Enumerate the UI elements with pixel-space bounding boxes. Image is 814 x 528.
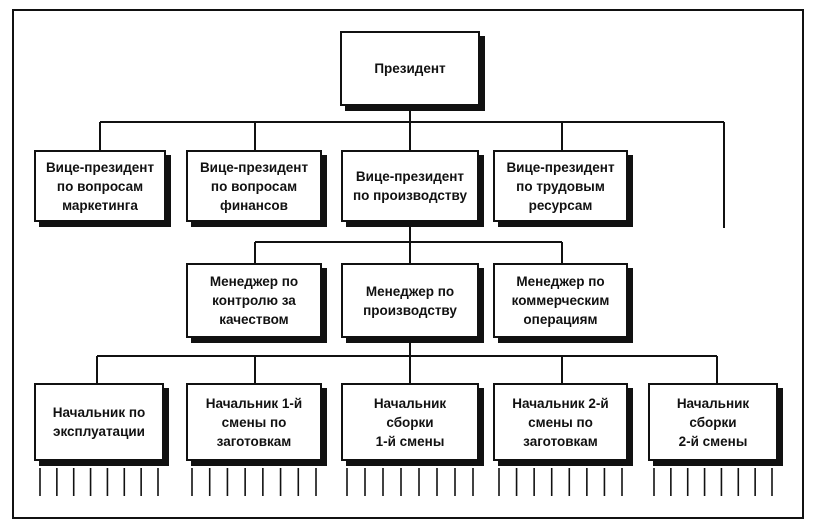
manager-label: Менеджер по коммерческим операциям bbox=[511, 274, 610, 327]
vp-label: Вице-президент по трудовым ресурсам bbox=[506, 159, 615, 213]
head-label: Начальник 1-й смены по заготовкам bbox=[205, 395, 303, 449]
vp-label: Вице-президент по производству bbox=[353, 169, 467, 203]
manager-quality-box: Менеджер по контролю за качеством bbox=[186, 263, 322, 338]
head-blanks-shift2-box: Начальник 2-й смены по заготовкам bbox=[493, 383, 628, 461]
head-label: Начальник по эксплуатации bbox=[52, 405, 146, 439]
vp-hr-box: Вице-президент по трудовым ресурсам bbox=[493, 150, 628, 222]
manager-label: Менеджер по контролю за качеством bbox=[209, 274, 299, 327]
head-blanks-shift1-box: Начальник 1-й смены по заготовкам bbox=[186, 383, 322, 461]
vp-finance-box: Вице-президент по вопросам финансов bbox=[186, 150, 322, 222]
head-label: Начальник сборки 2-й смены bbox=[676, 395, 750, 449]
head-operations-box: Начальник по эксплуатации bbox=[34, 383, 164, 461]
president-label: Президент bbox=[374, 61, 446, 76]
vp-label: Вице-президент по вопросам маркетинга bbox=[45, 159, 155, 213]
manager-label: Менеджер по производству bbox=[363, 283, 457, 318]
manager-commercial-box: Менеджер по коммерческим операциям bbox=[493, 263, 628, 338]
diagram-frame bbox=[12, 9, 804, 519]
vp-production-box: Вице-президент по производству bbox=[341, 150, 479, 222]
vp-marketing-box: Вице-президент по вопросам маркетинга bbox=[34, 150, 166, 222]
head-assembly-shift2-box: Начальник сборки 2-й смены bbox=[648, 383, 778, 461]
manager-production-box: Менеджер по производству bbox=[341, 263, 479, 338]
head-label: Начальник сборки 1-й смены bbox=[373, 395, 447, 449]
vp-label: Вице-президент по вопросам финансов bbox=[199, 159, 309, 213]
president-box: Президент bbox=[340, 31, 480, 106]
head-label: Начальник 2-й смены по заготовкам bbox=[512, 395, 609, 449]
head-assembly-shift1-box: Начальник сборки 1-й смены bbox=[341, 383, 479, 461]
